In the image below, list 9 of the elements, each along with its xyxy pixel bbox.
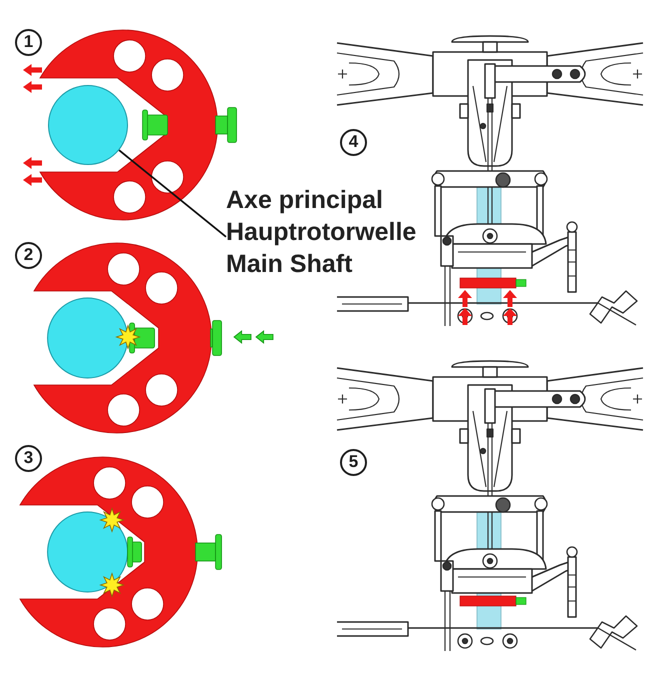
part-label: Main Shaft bbox=[226, 249, 352, 280]
part-label: Axe principal bbox=[226, 185, 383, 216]
step-number: 5 bbox=[340, 449, 367, 476]
step-number: 3 bbox=[15, 445, 42, 472]
step-number: 2 bbox=[15, 242, 42, 269]
step-number: 1 bbox=[15, 29, 42, 56]
part-label: Hauptrotorwelle bbox=[226, 217, 416, 248]
step-number: 4 bbox=[340, 129, 367, 156]
shaft-circle bbox=[48, 85, 128, 165]
